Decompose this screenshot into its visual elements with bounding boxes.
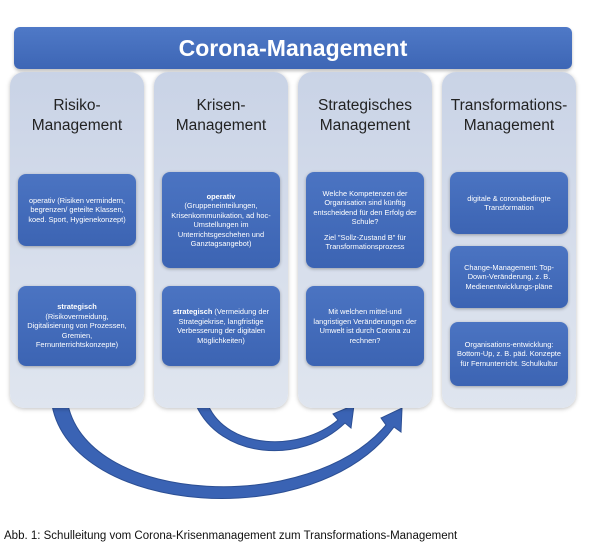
strategisch-umwelt-box: Mit welchen mittel-und langristigen Verä… <box>306 286 424 366</box>
box-bold-label: strategisch <box>172 307 213 316</box>
column-risiko-management: Risiko- Management operativ (Risiken ver… <box>10 72 144 408</box>
column-strategisches-management: Strategisches Management Welche Kompeten… <box>298 72 432 408</box>
transformation-digital-box: digitale & coronabedingte Transformation <box>450 172 568 234</box>
change-management-box: Change-Management: Top-Down-Veränderung,… <box>450 246 568 308</box>
risiko-strategisch-box: strategisch (Risikovermeidung, Digitalis… <box>18 286 136 366</box>
column-transformations-management: Transformations- Management digitale & c… <box>442 72 576 408</box>
long-curved-arrow <box>51 404 403 499</box>
strategisch-kompetenzen-box: Welche Kompetenzen der Organisation sind… <box>306 172 424 268</box>
box-text: Change-Management: Top-Down-Veränderung,… <box>464 262 554 291</box>
banner-title: Corona-Management <box>178 34 408 61</box>
short-curved-arrow <box>195 404 355 452</box>
box-bold-label: operativ <box>206 191 236 201</box>
box-text: digitale & coronabedingte Transformation <box>467 193 551 213</box>
column-title: Krisen- Management <box>175 97 267 134</box>
corona-management-banner: Corona-Management <box>14 27 572 69</box>
box-text: operativ (Risiken vermindern, begrenzen/… <box>28 195 126 224</box>
figure-caption: Abb. 1: Schulleitung vom Corona-Krisenma… <box>4 530 458 542</box>
krisen-strategisch-box: strategisch (Vermeidung der Strategiekri… <box>162 286 280 366</box>
column-title: Risiko- Management <box>31 97 123 134</box>
organisationsentwicklung-box: Organisations-entwicklung: Bottom-Up, z.… <box>450 322 568 386</box>
box-text: (Risikovermeidung, Digitalisierung von P… <box>27 311 127 350</box>
box-bold-label: strategisch <box>57 302 97 312</box>
box-text: Mit welchen mittel-und langristigen Verä… <box>313 307 417 345</box>
column-title: Transformations- Management <box>450 97 568 134</box>
box-text-goal: Ziel "Sollz-Zustand B" für Transformatio… <box>323 232 407 252</box>
box-text: (Vermeidung der Strategiekrise, langfris… <box>177 307 270 345</box>
krisen-operativ-box: operativ (Gruppeneinteilungen, Krisenkom… <box>162 172 280 268</box>
box-text: Welche Kompetenzen der Organisation sind… <box>313 188 417 227</box>
box-text: (Gruppeneinteilungen, Krisenkommunikatio… <box>171 201 271 248</box>
box-text: Organisations-entwicklung: Bottom-Up, z.… <box>457 339 561 368</box>
column-title: Strategisches Management <box>318 97 412 134</box>
column-krisen-management: Krisen- Management operativ (Gruppeneint… <box>154 72 288 408</box>
risiko-operativ-box: operativ (Risiken vermindern, begrenzen/… <box>18 174 136 246</box>
